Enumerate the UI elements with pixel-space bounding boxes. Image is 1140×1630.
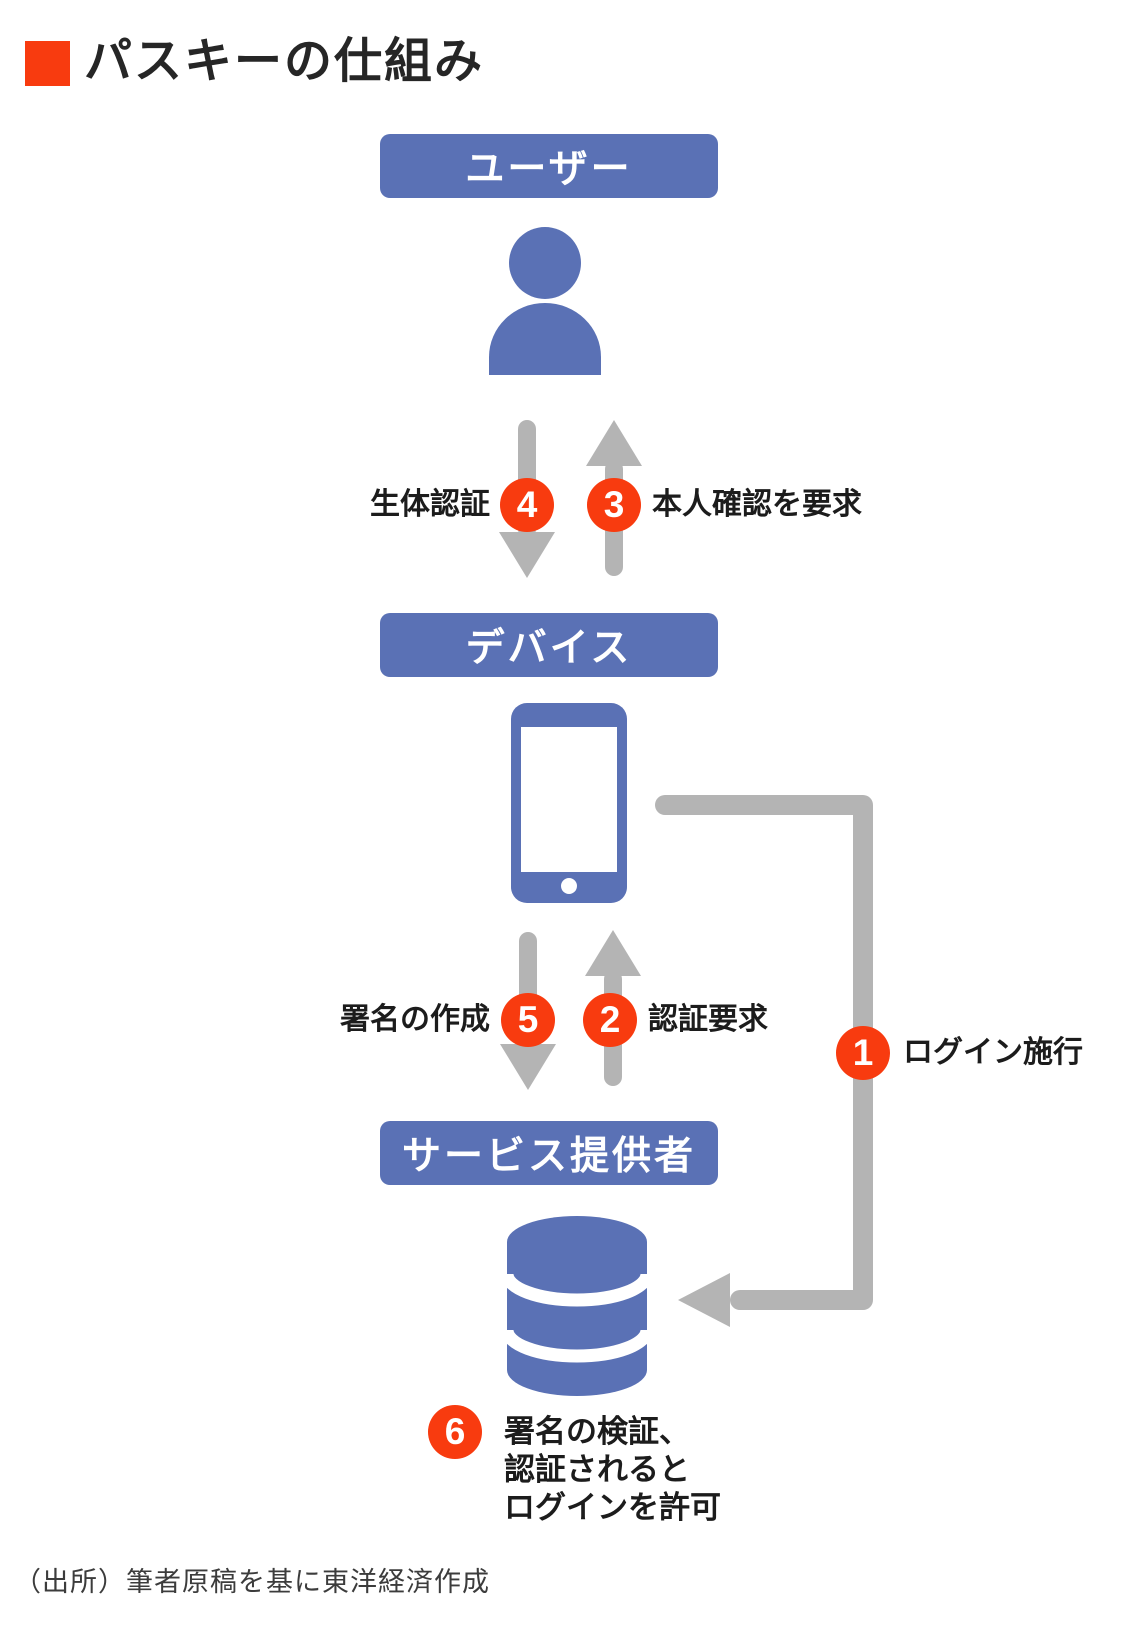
node-service-provider: サービス提供者 [380,1121,718,1185]
smartphone-icon [511,703,627,903]
step-badge-4: 4 [500,478,554,532]
title-bullet-square [25,41,70,86]
step-badge-1: 1 [836,1026,890,1080]
source-note: （出所）筆者原稿を基に東洋経済作成 [14,1567,490,1597]
label-signature-creation: 署名の作成 [340,1003,490,1036]
label-verify-line2: 認証されると [504,1452,690,1487]
step-badge-5: 5 [501,993,555,1047]
step-badge-6: 6 [428,1405,482,1459]
label-identity-request: 本人確認を要求 [652,488,862,521]
label-verify-line3: ログインを許可 [504,1490,721,1525]
page-title: パスキーの仕組み [84,35,485,88]
label-login-attempt: ログイン施行 [903,1036,1083,1069]
person-icon [489,227,601,375]
label-auth-request: 認証要求 [648,1003,768,1036]
step-badge-2: 2 [583,993,637,1047]
database-icon [507,1216,647,1396]
label-biometric-auth: 生体認証 [370,488,490,521]
node-user: ユーザー [380,134,718,198]
node-device: デバイス [380,613,718,677]
label-verify-line1: 署名の検証、 [504,1414,690,1449]
step-badge-3: 3 [587,478,641,532]
label-signature-verification: 署名の検証、 認証されると ログインを許可 [504,1413,721,1527]
